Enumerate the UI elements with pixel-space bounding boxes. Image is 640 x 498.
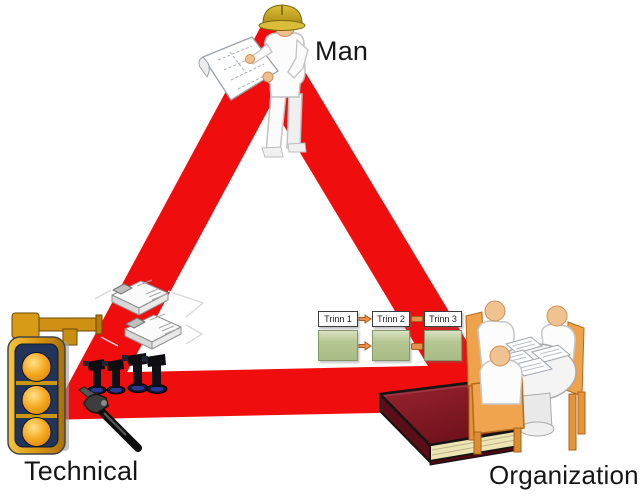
- flow-step-3-box: Trinn 3: [424, 311, 462, 327]
- network-lines: [94, 289, 205, 347]
- meeting-table-icon: [465, 300, 586, 455]
- flow-step-2-box: Trinn 2: [372, 311, 410, 327]
- flow-arrow-icon: [358, 341, 372, 351]
- red-triangle: [49, 11, 509, 420]
- flow-connector-dash-icon: [411, 316, 423, 322]
- vertex-label-technical: Technical: [24, 456, 139, 486]
- process-flowchart: Trinn 1 Trinn 2 Trinn 3: [316, 309, 468, 365]
- fax-phone-icon: [124, 313, 182, 350]
- power-drills-icon: [83, 353, 168, 395]
- hard-hat-icon: [258, 4, 306, 31]
- vertex-label-organization: Organization: [489, 460, 639, 490]
- construction-worker-icon: [198, 4, 309, 158]
- flow-arrow-icon: [358, 314, 372, 324]
- flow-stage-2-box: [372, 330, 410, 361]
- flow-stage-3-box: [424, 330, 462, 361]
- flow-connector-dash-icon: [411, 343, 423, 350]
- fax-phone-icon: [111, 279, 169, 316]
- hammer-icon: [78, 386, 142, 452]
- flow-step-1-box: Trinn 1: [318, 311, 358, 327]
- flow-stage-1-box: [318, 330, 358, 361]
- traffic-light-icon: [7, 312, 103, 455]
- vertex-label-man: Man: [315, 36, 369, 66]
